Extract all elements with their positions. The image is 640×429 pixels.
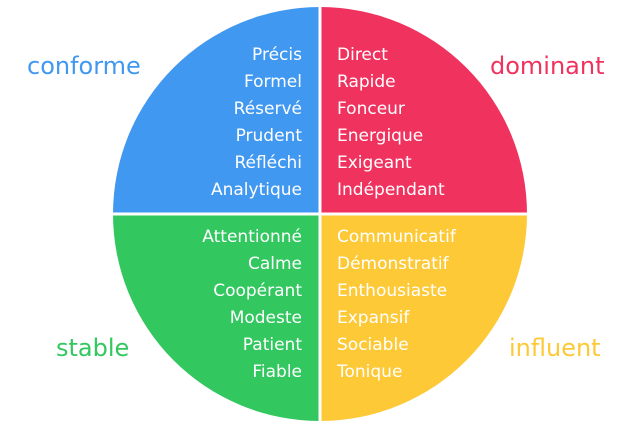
trait-item: Démonstratif — [337, 254, 449, 274]
trait-item: Analytique — [210, 180, 302, 200]
dominant-traits: Direct Rapide Fonceur Energique Exigeant… — [337, 42, 445, 204]
trait-item: Formel — [243, 72, 302, 92]
trait-item: Expansif — [337, 308, 410, 328]
trait-item: Réservé — [233, 99, 302, 119]
stable-traits: Attentionné Calme Coopérant Modeste Pati… — [202, 224, 302, 386]
trait-item: Attentionné — [202, 227, 302, 247]
trait-item: Calme — [247, 254, 302, 274]
trait-item: Fiable — [252, 362, 302, 382]
conforme-traits: Précis Formel Réservé Prudent Réfléchi A… — [211, 42, 302, 204]
conforme-label: conforme — [27, 52, 141, 80]
trait-item: Rapide — [337, 72, 396, 92]
trait-item: Tonique — [337, 362, 403, 382]
trait-item: Exigeant — [337, 153, 412, 173]
conforme-quadrant — [113, 7, 320, 214]
trait-item: Communicatif — [337, 227, 456, 247]
stable-quadrant — [113, 214, 320, 421]
influent-quadrant — [320, 214, 527, 421]
trait-item: Modeste — [229, 308, 302, 328]
influent-label: influent — [509, 334, 601, 362]
trait-item: Précis — [252, 45, 302, 65]
trait-item: Réfléchi — [234, 153, 302, 173]
trait-item: Energique — [337, 126, 424, 146]
trait-item: Coopérant — [213, 281, 302, 301]
trait-item: Patient — [242, 335, 302, 355]
stable-label: stable — [56, 334, 130, 362]
trait-item: Sociable — [337, 335, 409, 355]
dominant-quadrant — [320, 7, 527, 214]
trait-item: Indépendant — [337, 180, 445, 200]
dominant-label: dominant — [490, 52, 605, 80]
trait-item: Enthousiaste — [337, 281, 448, 301]
trait-item: Prudent — [235, 126, 302, 146]
trait-item: Direct — [337, 45, 388, 65]
trait-item: Fonceur — [337, 99, 405, 119]
influent-traits: Communicatif Démonstratif Enthousiaste E… — [337, 224, 456, 386]
